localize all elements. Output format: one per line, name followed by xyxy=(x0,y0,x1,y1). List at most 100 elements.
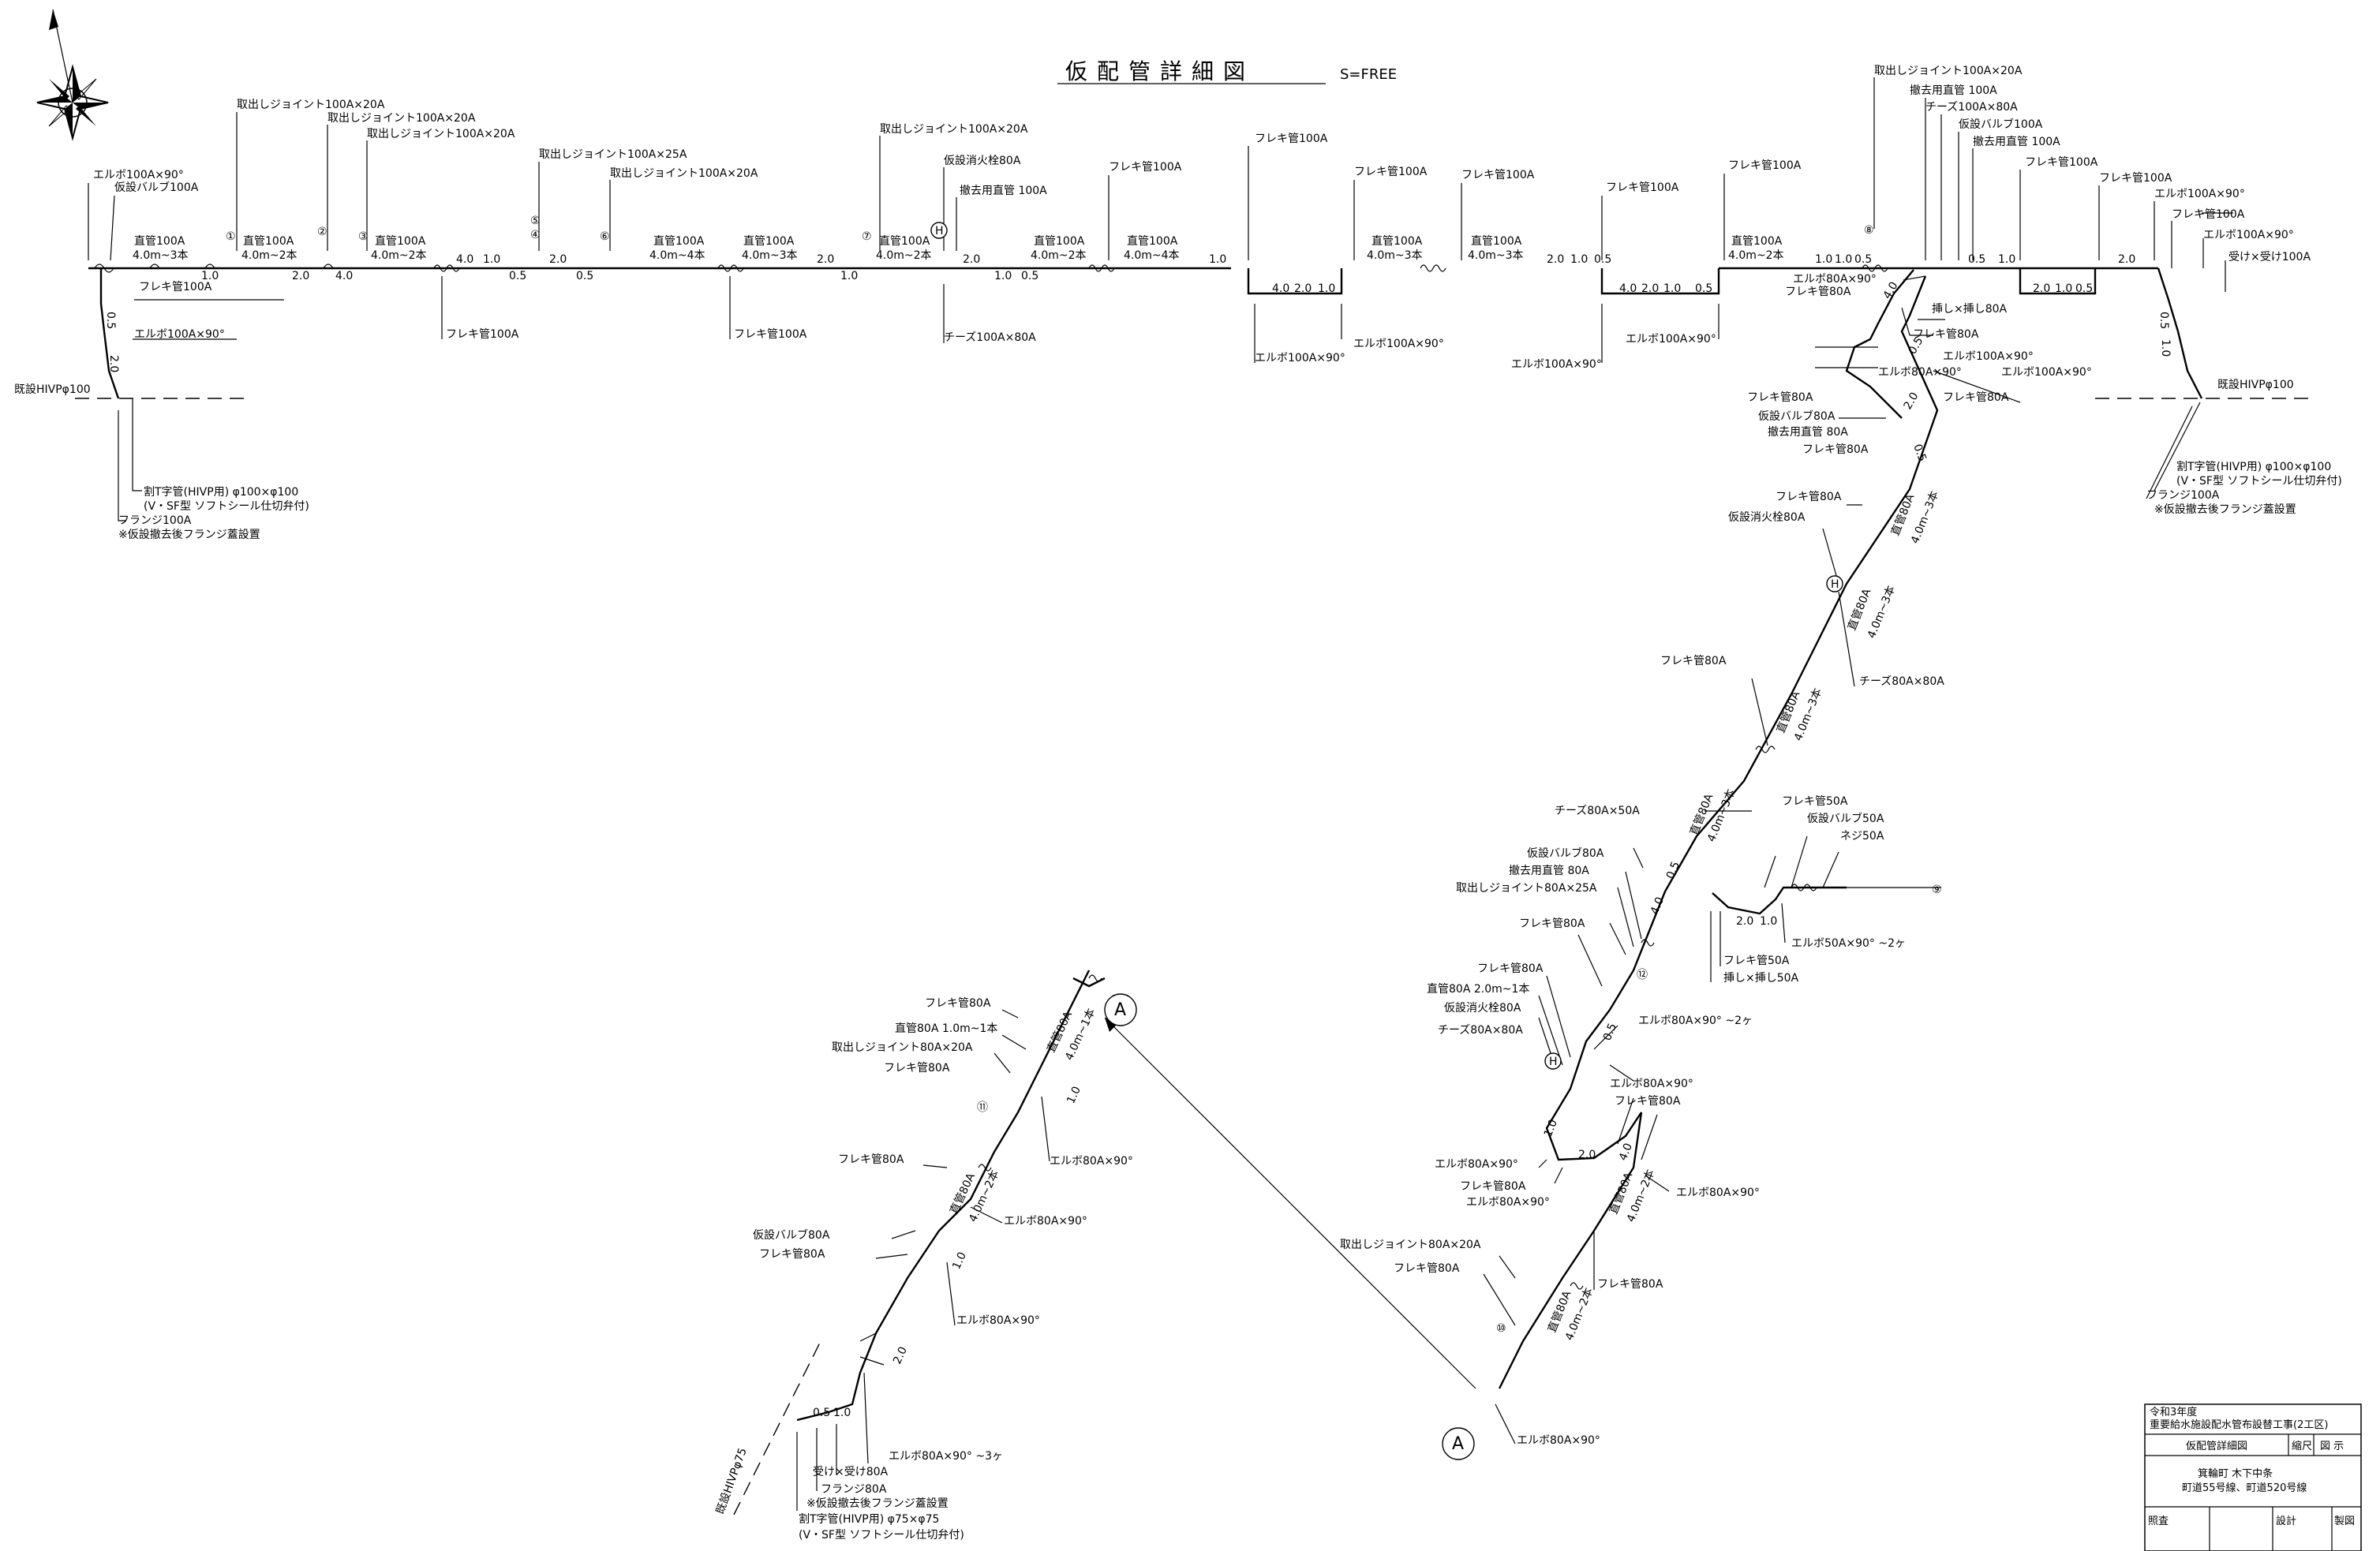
dimension: 2.0 xyxy=(1294,282,1312,295)
label: 受け×受け100A xyxy=(2228,251,2311,263)
dimension: 2.0 xyxy=(1736,915,1753,928)
label: フレキ管100A xyxy=(1728,159,1802,172)
label: 仮設消火栓80A xyxy=(944,155,1021,167)
tb-check1: 照査 xyxy=(2148,1515,2169,1527)
label: エルボ80A×90° xyxy=(1676,1187,1760,1199)
label: フレキ管80A xyxy=(1477,962,1544,975)
dimension: 0.5 xyxy=(509,270,526,282)
label: エルボ80A×90° xyxy=(1793,273,1877,286)
label: 仮設バルブ50A xyxy=(1807,812,1884,825)
label: チーズ80A×80A xyxy=(1859,675,1944,688)
label: フレキ管80A xyxy=(884,1062,950,1074)
dimension: 2.0 xyxy=(1902,391,1922,412)
label: 仮設バルブ80A xyxy=(1527,847,1604,860)
label: 仮設バルブ80A xyxy=(753,1228,830,1242)
label: 割T字管(HIVP用) φ75×φ75 xyxy=(799,1512,939,1526)
label: エルボ100A×90° xyxy=(1943,350,2034,363)
label: (V・SF型 ソフトシール仕切弁付) xyxy=(2176,475,2342,488)
marker: ① xyxy=(226,230,236,243)
dimension: 1.0 xyxy=(2055,282,2072,295)
component-labels: エルボ100A×90° 仮設バルブ100A 取出しジョイント100A×20A 取… xyxy=(14,65,2342,1542)
dimension: 1.0 xyxy=(1663,282,1681,295)
label: フレキ管100A xyxy=(1109,161,1182,174)
dimension: 1.0 xyxy=(1209,253,1226,266)
label: 撤去用直管 100A xyxy=(1973,135,2060,148)
pipe-label: 直管100A xyxy=(134,234,185,248)
label: チーズ80A×80A xyxy=(1438,1024,1523,1037)
label: フレキ管80A xyxy=(759,1248,825,1261)
label: 取出しジョイント100A×25A xyxy=(539,148,687,161)
marker: A xyxy=(1452,1434,1464,1454)
existing-main-lower xyxy=(733,1340,821,1515)
pipe-label: 4.0m~2本 xyxy=(876,249,932,262)
label: エルボ80A×90° xyxy=(956,1314,1040,1327)
label: フランジ100A xyxy=(118,514,192,527)
label: エルボ100A×90° xyxy=(1255,352,1345,364)
pipe-label: 4.0m~2本 xyxy=(1728,249,1784,262)
label: フレキ管100A xyxy=(2025,156,2098,169)
match-mark-a-bottom xyxy=(1442,1427,1475,1460)
marker: H xyxy=(1549,1056,1558,1068)
dimension: 2.0 xyxy=(2033,282,2050,295)
label: 仮設バルブ100A xyxy=(114,181,199,194)
label: エルボ80A×90° xyxy=(1878,366,1962,379)
dimension: 0.5 xyxy=(1594,253,1611,266)
label: エルボ100A×90° xyxy=(2154,188,2245,200)
pipe-label: 直管100A xyxy=(1731,234,1783,248)
tb-check3: 製図 xyxy=(2334,1515,2355,1527)
label: フレキ管100A xyxy=(2172,208,2245,221)
label: フレキ管80A xyxy=(925,997,991,1010)
dimension: 0.5 xyxy=(813,1407,830,1419)
dimension: 1.0 xyxy=(1570,253,1588,266)
dimension: 1.0 xyxy=(1815,253,1832,266)
label: フレキ管80A xyxy=(1519,918,1585,930)
dimension: 4.0 xyxy=(335,270,353,282)
label: エルボ100A×90° xyxy=(1353,338,1444,350)
dimension: 2.0 xyxy=(1547,253,1564,266)
dimension: 0.5 xyxy=(2157,312,2170,329)
marker: ④ xyxy=(530,229,541,241)
marker-labels: ① ② ③ ④ ⑤ ⑥ ⑦ ⑧ ⑨ ⑩ ⑪ ⑫ H H H A A xyxy=(226,215,1942,1454)
dimension: 2.0 xyxy=(1578,1149,1596,1161)
dimension: 4.0 xyxy=(1617,1142,1635,1163)
dimension: 2.0 xyxy=(292,270,309,282)
label: エルボ100A×90° xyxy=(1511,358,1602,371)
left-branch-pipe xyxy=(99,268,120,399)
dimension: 0.5 xyxy=(2075,282,2093,295)
label: フレキ管100A xyxy=(2099,172,2172,185)
label: 仮設バルブ100A xyxy=(1959,118,2043,131)
dimension: 4.0 xyxy=(1648,895,1667,917)
marker-circles xyxy=(930,222,1843,1460)
pipe-label: 4.0m~2本 xyxy=(1031,249,1087,262)
label: フレキ管100A xyxy=(1354,166,1428,178)
pipe-label: 4.0m~4本 xyxy=(649,249,705,262)
dimension: 1.0 xyxy=(483,253,500,266)
scale-label: S=FREE xyxy=(1340,66,1397,83)
tb-scale-value: 図 示 xyxy=(2320,1441,2344,1452)
dimension: 2.0 xyxy=(549,253,567,266)
label: エルボ80A×90° xyxy=(1610,1078,1693,1090)
label: エルボ80A×90° xyxy=(1050,1155,1133,1168)
label: ※仮設撤去後フランジ蓋設置 xyxy=(2154,503,2296,516)
label: 撤去用直管 100A xyxy=(1910,84,1997,97)
dimension: 1.0 xyxy=(833,1407,851,1419)
tb-location1: 箕輪町 木下中条 xyxy=(2198,1467,2273,1480)
drop-loop-2 xyxy=(1600,268,1720,295)
marker: ③ xyxy=(358,230,369,243)
label: フレキ管80A xyxy=(1660,655,1727,667)
label: 取出しジョイント80A×20A xyxy=(1340,1239,1481,1251)
label: エルボ100A×90° xyxy=(2203,229,2294,241)
dimension: 2.0 xyxy=(1641,282,1659,295)
marker: ⑥ xyxy=(600,230,610,243)
label: 仮設バルブ80A xyxy=(1758,409,1836,423)
label: 撤去用直管 80A xyxy=(1509,864,1589,877)
pipe-label: 4.0m~3本 xyxy=(1468,249,1524,262)
label: 取出しジョイント100A×20A xyxy=(880,123,1028,136)
marker: ⑩ xyxy=(1496,1322,1506,1335)
compass-rose-icon xyxy=(36,9,109,141)
dimension: 2.0 xyxy=(963,253,980,266)
label: エルボ80A×90° xyxy=(1466,1196,1550,1209)
label: 直管80A 1.0m~1本 xyxy=(895,1022,997,1035)
label: 撤去用直管 80A xyxy=(1768,425,1848,439)
label: (V・SF型 ソフトシール仕切弁付) xyxy=(144,500,309,513)
